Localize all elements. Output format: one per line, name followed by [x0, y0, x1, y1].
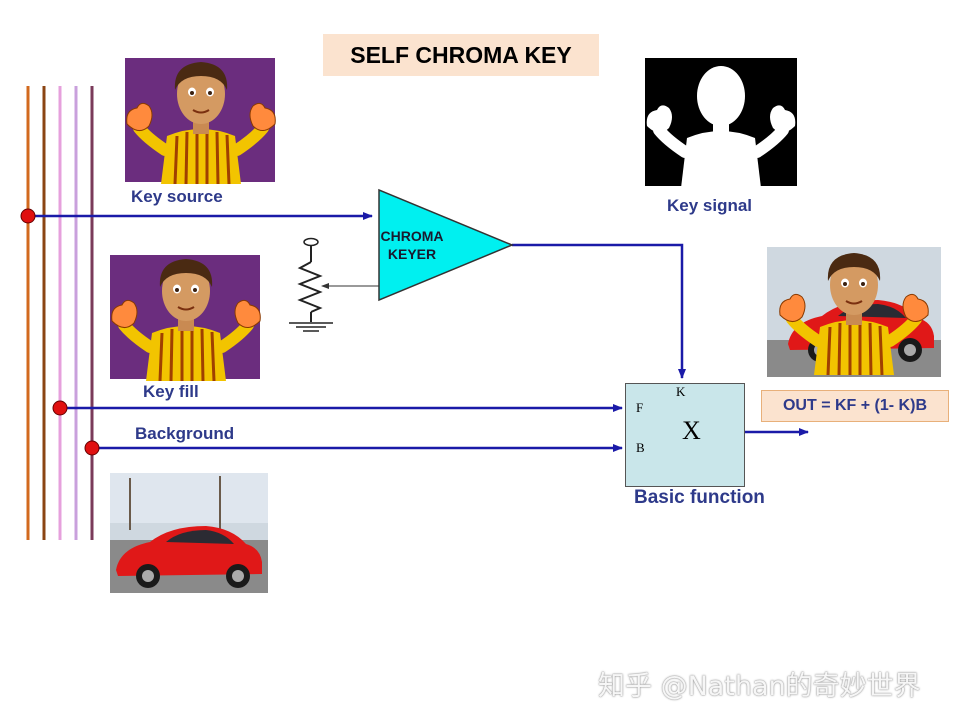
mixer-operator: X [682, 416, 701, 445]
background-label: Background [135, 424, 235, 443]
mixer-port-b: B [636, 440, 645, 455]
key-source-label: Key source [131, 187, 223, 206]
output-image [767, 247, 941, 377]
mixer-port-f: F [636, 400, 644, 415]
potentiometer-icon [289, 237, 379, 332]
key-signal-label: Key signal [667, 196, 753, 215]
crosspoint-key-source [20, 208, 36, 224]
chroma-keyer-label: CHROMA KEYER [372, 227, 452, 263]
output-formula: OUT = KF + (1- K)B [761, 390, 949, 422]
crosspoint-key-fill [52, 400, 68, 416]
keyer-line-2: KEYER [387, 246, 437, 262]
key-fill-label: Key fill [143, 382, 199, 401]
watermark: 知乎 @Nathan的奇妙世界 [598, 671, 921, 702]
basic-function-label: Basic function [634, 487, 765, 508]
background-image [110, 473, 268, 593]
key-source-image [125, 58, 275, 184]
crosspoint-background [84, 440, 100, 456]
mixer-block: K F B X [625, 383, 745, 487]
key-signal-line [512, 243, 686, 379]
key-fill-image [110, 255, 260, 381]
page-title: SELF CHROMA KEY [323, 34, 599, 76]
key-signal-image [645, 58, 797, 188]
keyer-line-1: CHROMA [380, 228, 444, 244]
chroma-keyer-amplifier [378, 188, 514, 302]
mixer-port-k: K [676, 384, 686, 399]
